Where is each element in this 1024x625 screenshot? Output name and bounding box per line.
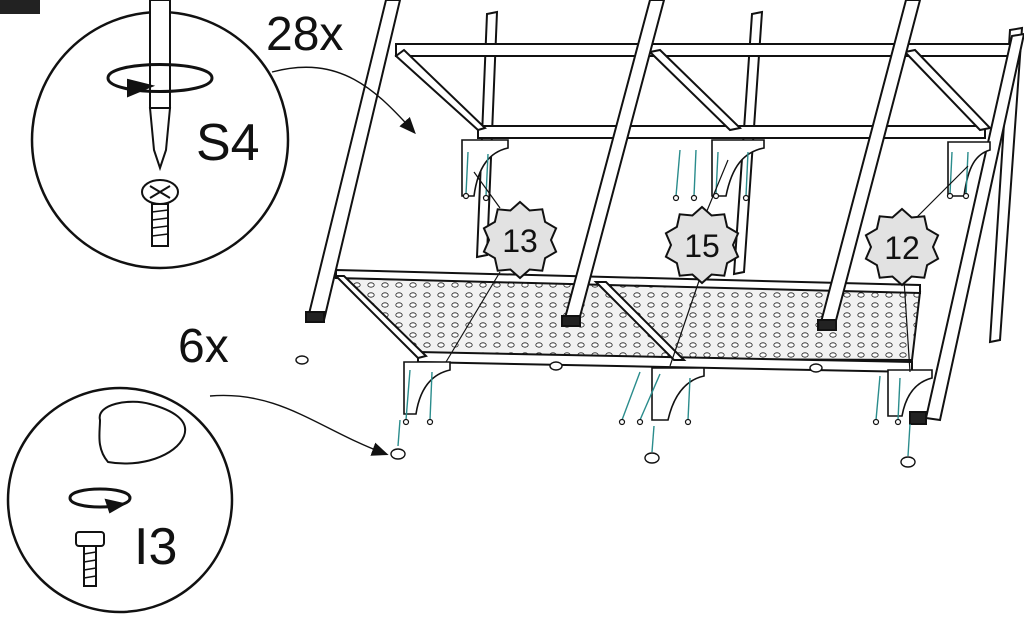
bracket-top-middle bbox=[711, 139, 765, 197]
screw-markers bbox=[397, 149, 969, 457]
back-post-right bbox=[988, 26, 1024, 344]
part-badge-star bbox=[664, 205, 740, 285]
screw-callout: 28x S4 bbox=[30, 0, 343, 270]
screw-code: S4 bbox=[196, 114, 260, 172]
top-right-side-rail bbox=[903, 48, 992, 132]
part-badge-13: 13 bbox=[482, 200, 558, 280]
part-badge-12: 12 bbox=[864, 207, 940, 287]
screw-quantity: 28x bbox=[266, 8, 343, 61]
part-badge-number: 15 bbox=[684, 228, 720, 264]
part-badge-star bbox=[864, 207, 940, 287]
part-leader-lines bbox=[445, 159, 969, 373]
shelf-frame bbox=[305, 0, 1024, 425]
top-left-side-rail bbox=[394, 48, 487, 132]
part-badge-star bbox=[482, 200, 558, 280]
front-post-left-cap bbox=[305, 311, 325, 323]
screw-callout-arrow bbox=[271, 66, 416, 135]
top-mid-rail bbox=[477, 125, 986, 139]
bracket-top-left bbox=[461, 139, 509, 197]
feet-markers bbox=[295, 355, 916, 468]
foot-callout-arrow bbox=[209, 394, 389, 456]
part-badges: 13 15 12 bbox=[482, 200, 940, 287]
part-badge-number: 12 bbox=[884, 230, 920, 266]
bracket-bottom-right bbox=[887, 369, 933, 417]
foot-callout: 6x I3 bbox=[6, 320, 234, 614]
top-rear-rail bbox=[395, 43, 1016, 57]
part-badge-15: 15 bbox=[664, 205, 740, 285]
front-post-far-right-cap bbox=[909, 411, 927, 425]
adjustable-foot-icon bbox=[68, 400, 187, 587]
step-corner-block bbox=[0, 0, 40, 14]
lower-shelf-left-side bbox=[333, 275, 428, 360]
front-post-middle-cap bbox=[561, 315, 581, 327]
front-post-far-right bbox=[924, 32, 1024, 422]
bracket-bottom-left bbox=[403, 361, 451, 415]
screw-heads bbox=[402, 192, 970, 426]
foot-code: I3 bbox=[134, 518, 177, 576]
top-middle-side-rail bbox=[647, 48, 743, 132]
bracket-bottom-middle bbox=[651, 367, 705, 421]
phillips-screw-icon bbox=[106, 0, 214, 247]
part-badge-number: 13 bbox=[502, 223, 538, 259]
foot-quantity: 6x bbox=[178, 320, 229, 373]
top-brackets bbox=[461, 139, 991, 197]
front-post-right-cap bbox=[817, 319, 837, 331]
lower-shelf-divider bbox=[593, 281, 687, 361]
